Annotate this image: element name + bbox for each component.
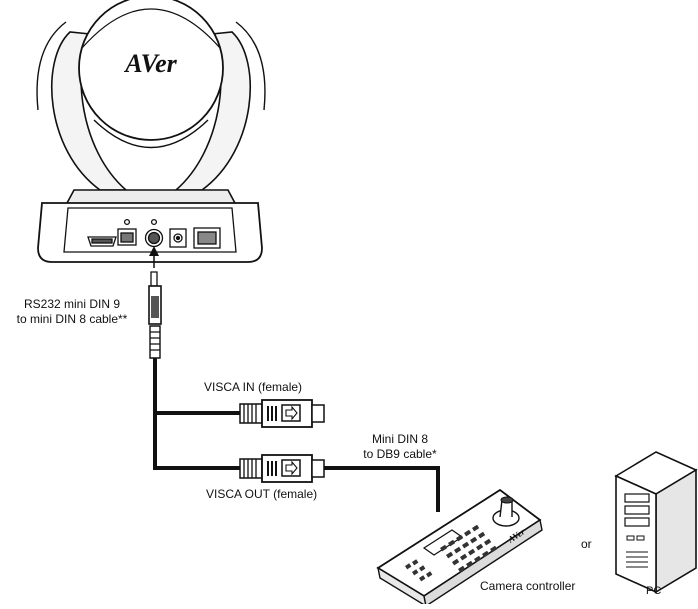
visca-out-label: VISCA OUT (female) (206, 487, 318, 501)
minidin-cable-label: Mini DIN 8 to DB9 cable* (340, 432, 460, 462)
ptz-camera (36, 0, 266, 206)
db9-cable (324, 466, 440, 512)
minidin-label-line2: to DB9 cable* (363, 447, 437, 461)
pc-tower (614, 451, 698, 594)
or-label: or (581, 537, 592, 551)
visca-in-label: VISCA IN (female) (204, 380, 303, 394)
pc-label: PC (646, 585, 662, 597)
visca-out-connector (239, 454, 325, 483)
rs232-cable (148, 246, 240, 470)
rs232-label-line2: to mini DIN 8 cable** (16, 312, 128, 326)
visca-in-connector (239, 399, 325, 428)
camera-ports (87, 218, 221, 249)
camera-controller (376, 488, 543, 608)
minidin-label-line1: Mini DIN 8 (371, 432, 428, 446)
rs232-label-line1: RS232 mini DIN 9 (23, 297, 121, 311)
camera-controller-label: Camera controller (480, 579, 576, 593)
rs232-cable-label: RS232 mini DIN 9 to mini DIN 8 cable** (0, 297, 144, 327)
camera-logo: AVer (123, 49, 177, 78)
